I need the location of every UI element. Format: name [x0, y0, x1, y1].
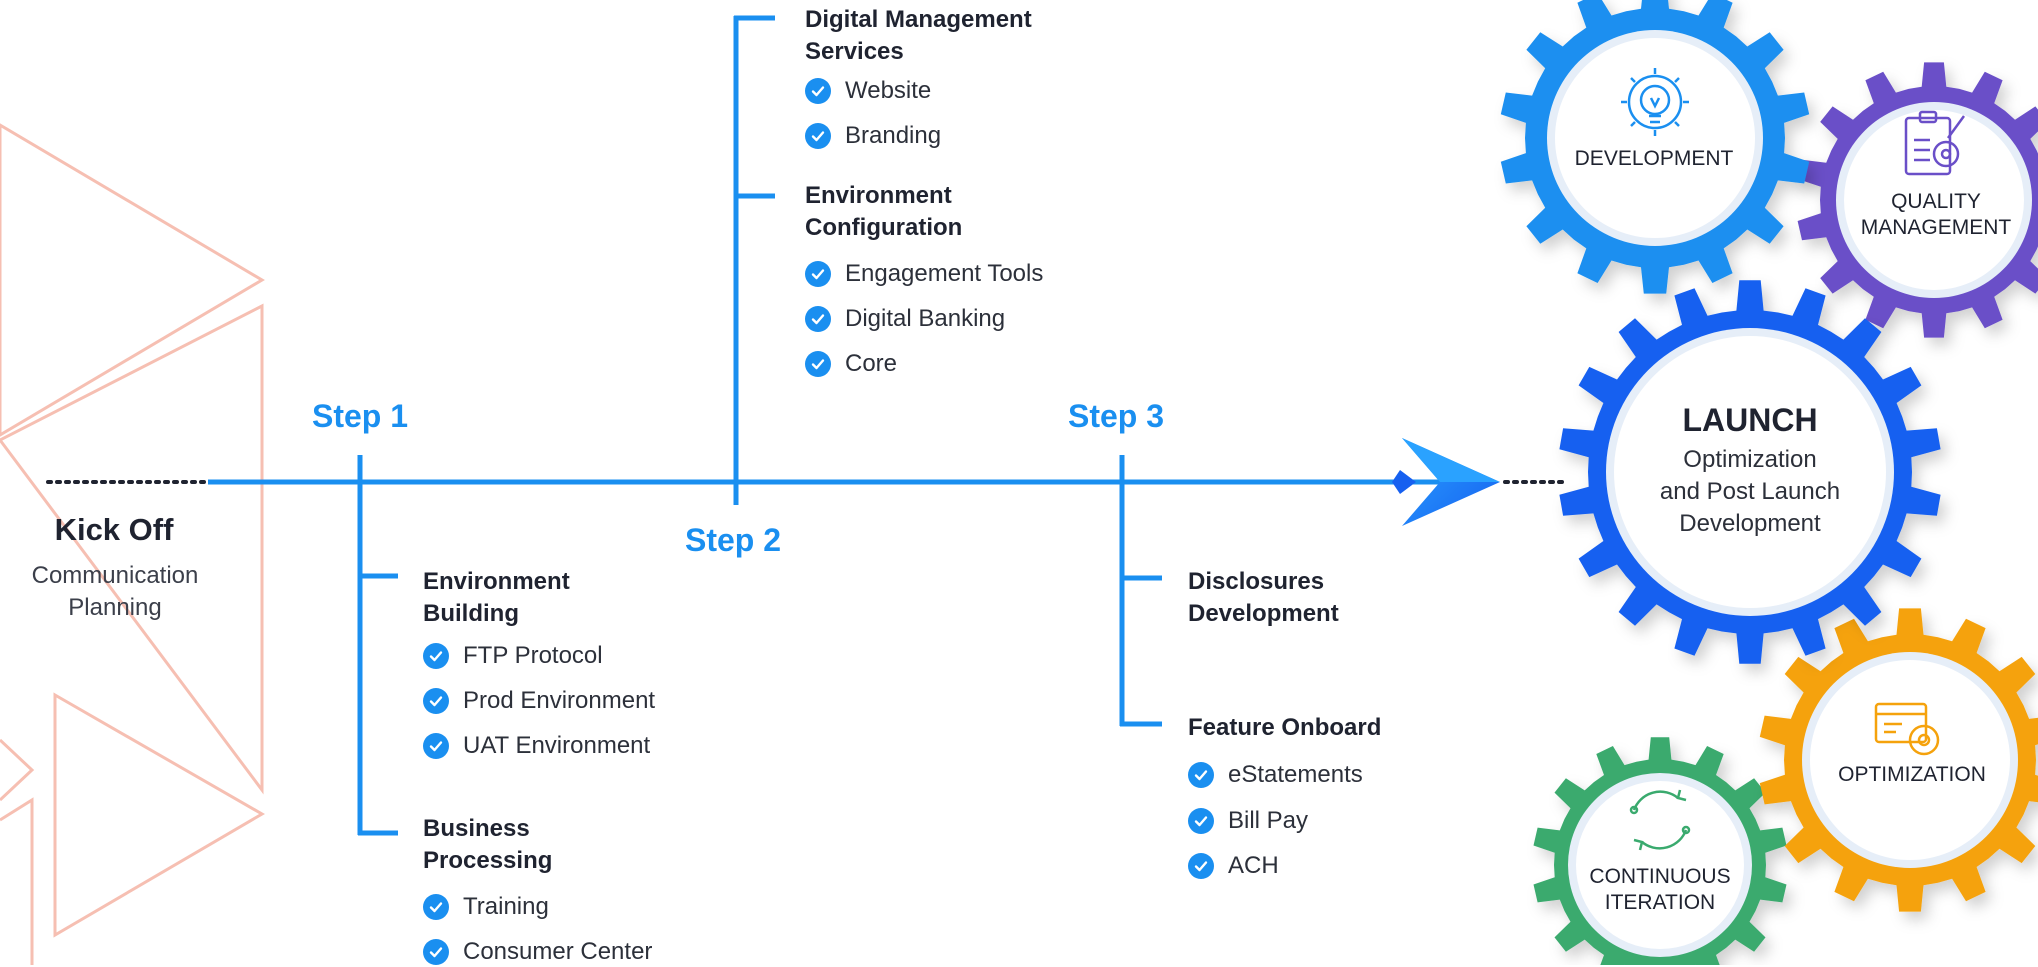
- list-item: Bill Pay: [1188, 806, 1363, 836]
- step2-branch: [733, 15, 775, 505]
- list-item: Engagement Tools: [805, 259, 1043, 289]
- list-item-label: UAT Environment: [463, 732, 651, 759]
- list-item: FTP Protocol: [423, 641, 655, 671]
- heading-line: Processing: [423, 847, 553, 874]
- heading-line: Business: [423, 815, 530, 842]
- launch-subtitle-line: Optimization: [1683, 446, 1817, 473]
- heading-line: Environment: [423, 568, 570, 595]
- list-item-label: Bill Pay: [1228, 807, 1309, 834]
- decor-triangles: [0, 123, 265, 965]
- check-icon: [423, 733, 449, 759]
- heading-line: Building: [423, 600, 519, 627]
- gear-optimization-label: OPTIMIZATION: [1838, 763, 1986, 786]
- launch-title: LAUNCH: [1682, 402, 1818, 438]
- list-item-label: Digital Banking: [845, 305, 1006, 332]
- list-item-label: Engagement Tools: [845, 260, 1044, 287]
- group-heading-business-processing: Business Processing: [423, 813, 683, 877]
- list-item: Digital Banking: [805, 304, 1043, 334]
- heading-line: Digital Management: [805, 6, 1032, 33]
- list-item: Consumer Center: [423, 937, 652, 967]
- check-icon: [1188, 853, 1214, 879]
- step1-label: Step 1: [312, 398, 409, 434]
- list-item: Prod Environment: [423, 686, 655, 716]
- list-item-label: eStatements: [1228, 761, 1363, 788]
- gear-label-line: MANAGEMENT: [1860, 216, 2012, 239]
- gear-launch: [1559, 280, 1941, 664]
- list-item: eStatements: [1188, 760, 1363, 790]
- gear-label-line: CONTINUOUS: [1589, 865, 1731, 888]
- list-item: Training: [423, 892, 652, 922]
- list-item-label: Training: [463, 893, 549, 920]
- kickoff-subtitle: Communication Planning: [0, 560, 230, 624]
- gear-label-line: ITERATION: [1604, 891, 1716, 914]
- list-item: ACH: [1188, 851, 1363, 881]
- gear-development-label: DEVELOPMENT: [1574, 147, 1734, 170]
- heading-line: Development: [1188, 600, 1339, 627]
- list-item-label: Prod Environment: [463, 687, 656, 714]
- check-icon: [805, 351, 831, 377]
- list-item-label: Branding: [845, 122, 942, 149]
- list-item-label: ACH: [1228, 852, 1279, 879]
- heading-line: Services: [805, 38, 904, 65]
- step1-branch: [357, 455, 398, 836]
- check-icon: [1188, 762, 1214, 788]
- group-heading-digital-management: Digital Management Services: [805, 4, 1105, 68]
- list-item-label: Core: [845, 350, 898, 377]
- heading-line: Disclosures: [1188, 568, 1325, 595]
- list-item: Website: [805, 76, 941, 106]
- check-icon: [423, 894, 449, 920]
- heading-line: Configuration: [805, 214, 963, 241]
- list-item-label: FTP Protocol: [463, 642, 603, 669]
- lightbulb-gear-icon: [1621, 68, 1689, 136]
- kickoff-subtitle-line2: Planning: [68, 594, 162, 621]
- checklist-environment-configuration: Engagement Tools Digital Banking Core: [805, 259, 1043, 379]
- gear-quality-label: QUALITY MANAGEMENT: [1848, 189, 2024, 241]
- check-icon: [805, 78, 831, 104]
- step2-label: Step 2: [685, 522, 782, 558]
- clipboard-gear-icon: [1904, 110, 1966, 176]
- group-heading-environment-building: Environment Building: [423, 566, 683, 630]
- heading-line: Environment: [805, 182, 952, 209]
- gear-quality: [1797, 62, 2038, 338]
- launch-subtitle-line: and Post Launch: [1659, 478, 1841, 505]
- group-heading-environment-configuration: Environment Configuration: [805, 180, 1105, 244]
- gear-label-line: QUALITY: [1891, 190, 1981, 213]
- group-heading-feature-onboard: Feature Onboard: [1188, 714, 1382, 741]
- cycle-icon: [1629, 789, 1691, 851]
- step3-label: Step 3: [1068, 398, 1165, 434]
- checklist-digital-management: Website Branding: [805, 76, 941, 151]
- check-icon: [423, 688, 449, 714]
- check-icon: [423, 643, 449, 669]
- launch-subtitle: Optimization and Post Launch Development: [1580, 444, 1920, 540]
- list-item: Core: [805, 349, 1043, 379]
- check-icon: [805, 123, 831, 149]
- browser-gear-icon: [1874, 702, 1940, 756]
- kickoff-title: Kick Off: [54, 512, 174, 547]
- check-icon: [805, 306, 831, 332]
- list-item: Branding: [805, 121, 941, 151]
- kickoff-subtitle-line1: Communication: [31, 562, 199, 589]
- check-icon: [805, 261, 831, 287]
- gear-optimization: [1759, 608, 2038, 912]
- gear-continuous-label: CONTINUOUS ITERATION: [1570, 864, 1750, 916]
- launch-subtitle-line: Development: [1679, 510, 1821, 537]
- timeline-arrow: [1392, 438, 1500, 526]
- list-item: UAT Environment: [423, 731, 655, 761]
- checklist-business-processing: Training Consumer Center: [423, 892, 652, 967]
- group-heading-disclosures-development: Disclosures Development: [1188, 566, 1448, 630]
- gear-continuous: [1533, 737, 1787, 965]
- list-item-label: Website: [845, 77, 932, 104]
- check-icon: [423, 939, 449, 965]
- checklist-environment-building: FTP Protocol Prod Environment UAT Enviro…: [423, 641, 655, 761]
- gear-development: [1500, 0, 1810, 294]
- list-item-label: Consumer Center: [463, 938, 653, 965]
- checklist-feature-onboard: eStatements Bill Pay ACH: [1188, 760, 1363, 881]
- check-icon: [1188, 808, 1214, 834]
- step3-branch: [1119, 455, 1162, 727]
